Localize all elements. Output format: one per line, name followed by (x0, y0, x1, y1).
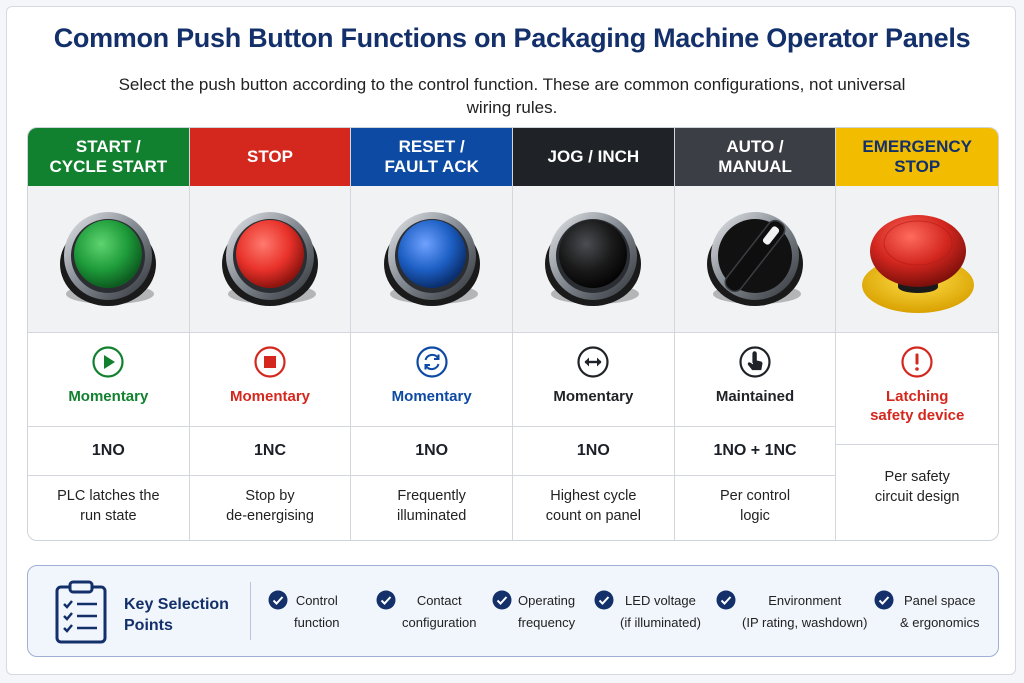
check-circle-icon (716, 590, 736, 610)
infographic-page: Common Push Button Functions on Packagin… (6, 6, 1016, 675)
note-auto-manual: Per control logic (719, 488, 791, 524)
bidirectional-arrow-icon (577, 346, 609, 378)
exclamation-icon (901, 346, 933, 378)
image-cell-emergency-stop (836, 186, 998, 333)
type-cell-stop: Momentary (189, 333, 351, 427)
key-point-panel-space: Panel space & ergonomics (874, 590, 979, 634)
contact-reset: 1NO (351, 427, 513, 476)
check-circle-icon (874, 590, 894, 610)
key-selection-box: Key Selection Points Control function Co… (27, 565, 999, 657)
key-point-text: Contact configuration (402, 593, 477, 630)
header-start: START / CYCLE START (28, 128, 189, 186)
black-push-button-image (545, 212, 642, 306)
header-reset: RESET / FAULT ACK (351, 128, 513, 186)
image-cell-jog (513, 186, 674, 333)
check-circle-icon (492, 590, 512, 610)
key-point-text: LED voltage (if illuminated) (620, 593, 701, 630)
type-cell-auto-manual: Maintained (674, 333, 836, 427)
header-emergency-stop: EMERGENCY STOP (836, 128, 998, 186)
key-divider (250, 582, 251, 640)
key-point-contact-configuration: Contact configuration (376, 590, 476, 634)
check-circle-icon (268, 590, 288, 610)
key-point-text: Operating frequency (518, 593, 576, 630)
reset-cycle-icon (416, 346, 448, 378)
key-point-text: Control function (294, 593, 340, 630)
clipboard-checklist-icon (55, 580, 107, 644)
key-point-operating-frequency: Operating frequency (492, 590, 575, 634)
column-emergency-stop: EMERGENCY STOP (836, 128, 998, 540)
column-auto-manual: AUTO / MANUAL Maintai (674, 128, 837, 540)
contact-auto-manual: 1NO + 1NC (674, 427, 836, 476)
key-point-environment: Environment (IP rating, washdown) (716, 590, 868, 634)
blue-push-button-image (383, 212, 480, 306)
contact-jog: 1NO (513, 427, 674, 476)
key-point-text: Environment (IP rating, washdown) (742, 593, 868, 630)
type-cell-jog: Momentary (513, 333, 674, 427)
note-emergency-stop: Per safety circuit design (874, 469, 960, 505)
type-label-jog: Momentary (553, 388, 634, 405)
check-circle-icon (594, 590, 614, 610)
column-start: START / CYCLE START (28, 128, 190, 540)
key-selection-title: Key Selection Points (124, 596, 229, 634)
image-cell-reset (351, 186, 513, 333)
push-button-table: START / CYCLE START (27, 127, 999, 541)
key-point-text: Panel space & ergonomics (900, 593, 980, 630)
page-title: Common Push Button Functions on Packagin… (53, 23, 971, 53)
type-label-emergency-stop: Latching safety device (870, 388, 965, 424)
type-label-reset: Momentary (391, 388, 472, 405)
key-point-led-voltage: LED voltage (if illuminated) (594, 590, 701, 634)
red-push-button-image (222, 212, 318, 306)
note-reset: Frequently illuminated (397, 488, 467, 524)
key-point-control-function: Control function (268, 590, 340, 634)
type-label-auto-manual: Maintained (715, 388, 795, 405)
selector-switch-image (707, 212, 804, 306)
type-cell-start: Momentary (28, 333, 189, 427)
type-label-stop: Momentary (229, 388, 311, 405)
column-reset: RESET / FAULT ACK (351, 128, 514, 540)
image-cell-start (28, 186, 189, 333)
page-subtitle: Select the push button according to the … (118, 75, 906, 117)
stop-icon (254, 346, 286, 378)
type-cell-reset: Momentary (351, 333, 513, 427)
header-stop: STOP (189, 128, 351, 186)
note-start: PLC latches the run state (57, 488, 160, 524)
check-circle-icon (376, 590, 396, 610)
header-jog: JOG / INCH (513, 128, 674, 186)
column-stop: STOP Momentary (189, 128, 352, 540)
play-icon (92, 346, 124, 378)
contact-stop: 1NC (189, 427, 351, 476)
contact-start: 1NO (28, 427, 189, 476)
note-stop: Stop by de-energising (226, 488, 314, 524)
type-cell-emergency-stop: Latching safety device (836, 333, 998, 445)
column-jog: JOG / INCH (513, 128, 675, 540)
hand-pointer-icon (739, 346, 771, 378)
type-label-start: Momentary (68, 388, 149, 405)
emergency-stop-mushroom-image (862, 215, 975, 313)
header-auto-manual: AUTO / MANUAL (674, 128, 836, 186)
image-cell-stop (189, 186, 351, 333)
green-push-button-image (60, 212, 157, 306)
image-cell-auto-manual (674, 186, 836, 333)
note-jog: Highest cycle count on panel (545, 488, 641, 524)
